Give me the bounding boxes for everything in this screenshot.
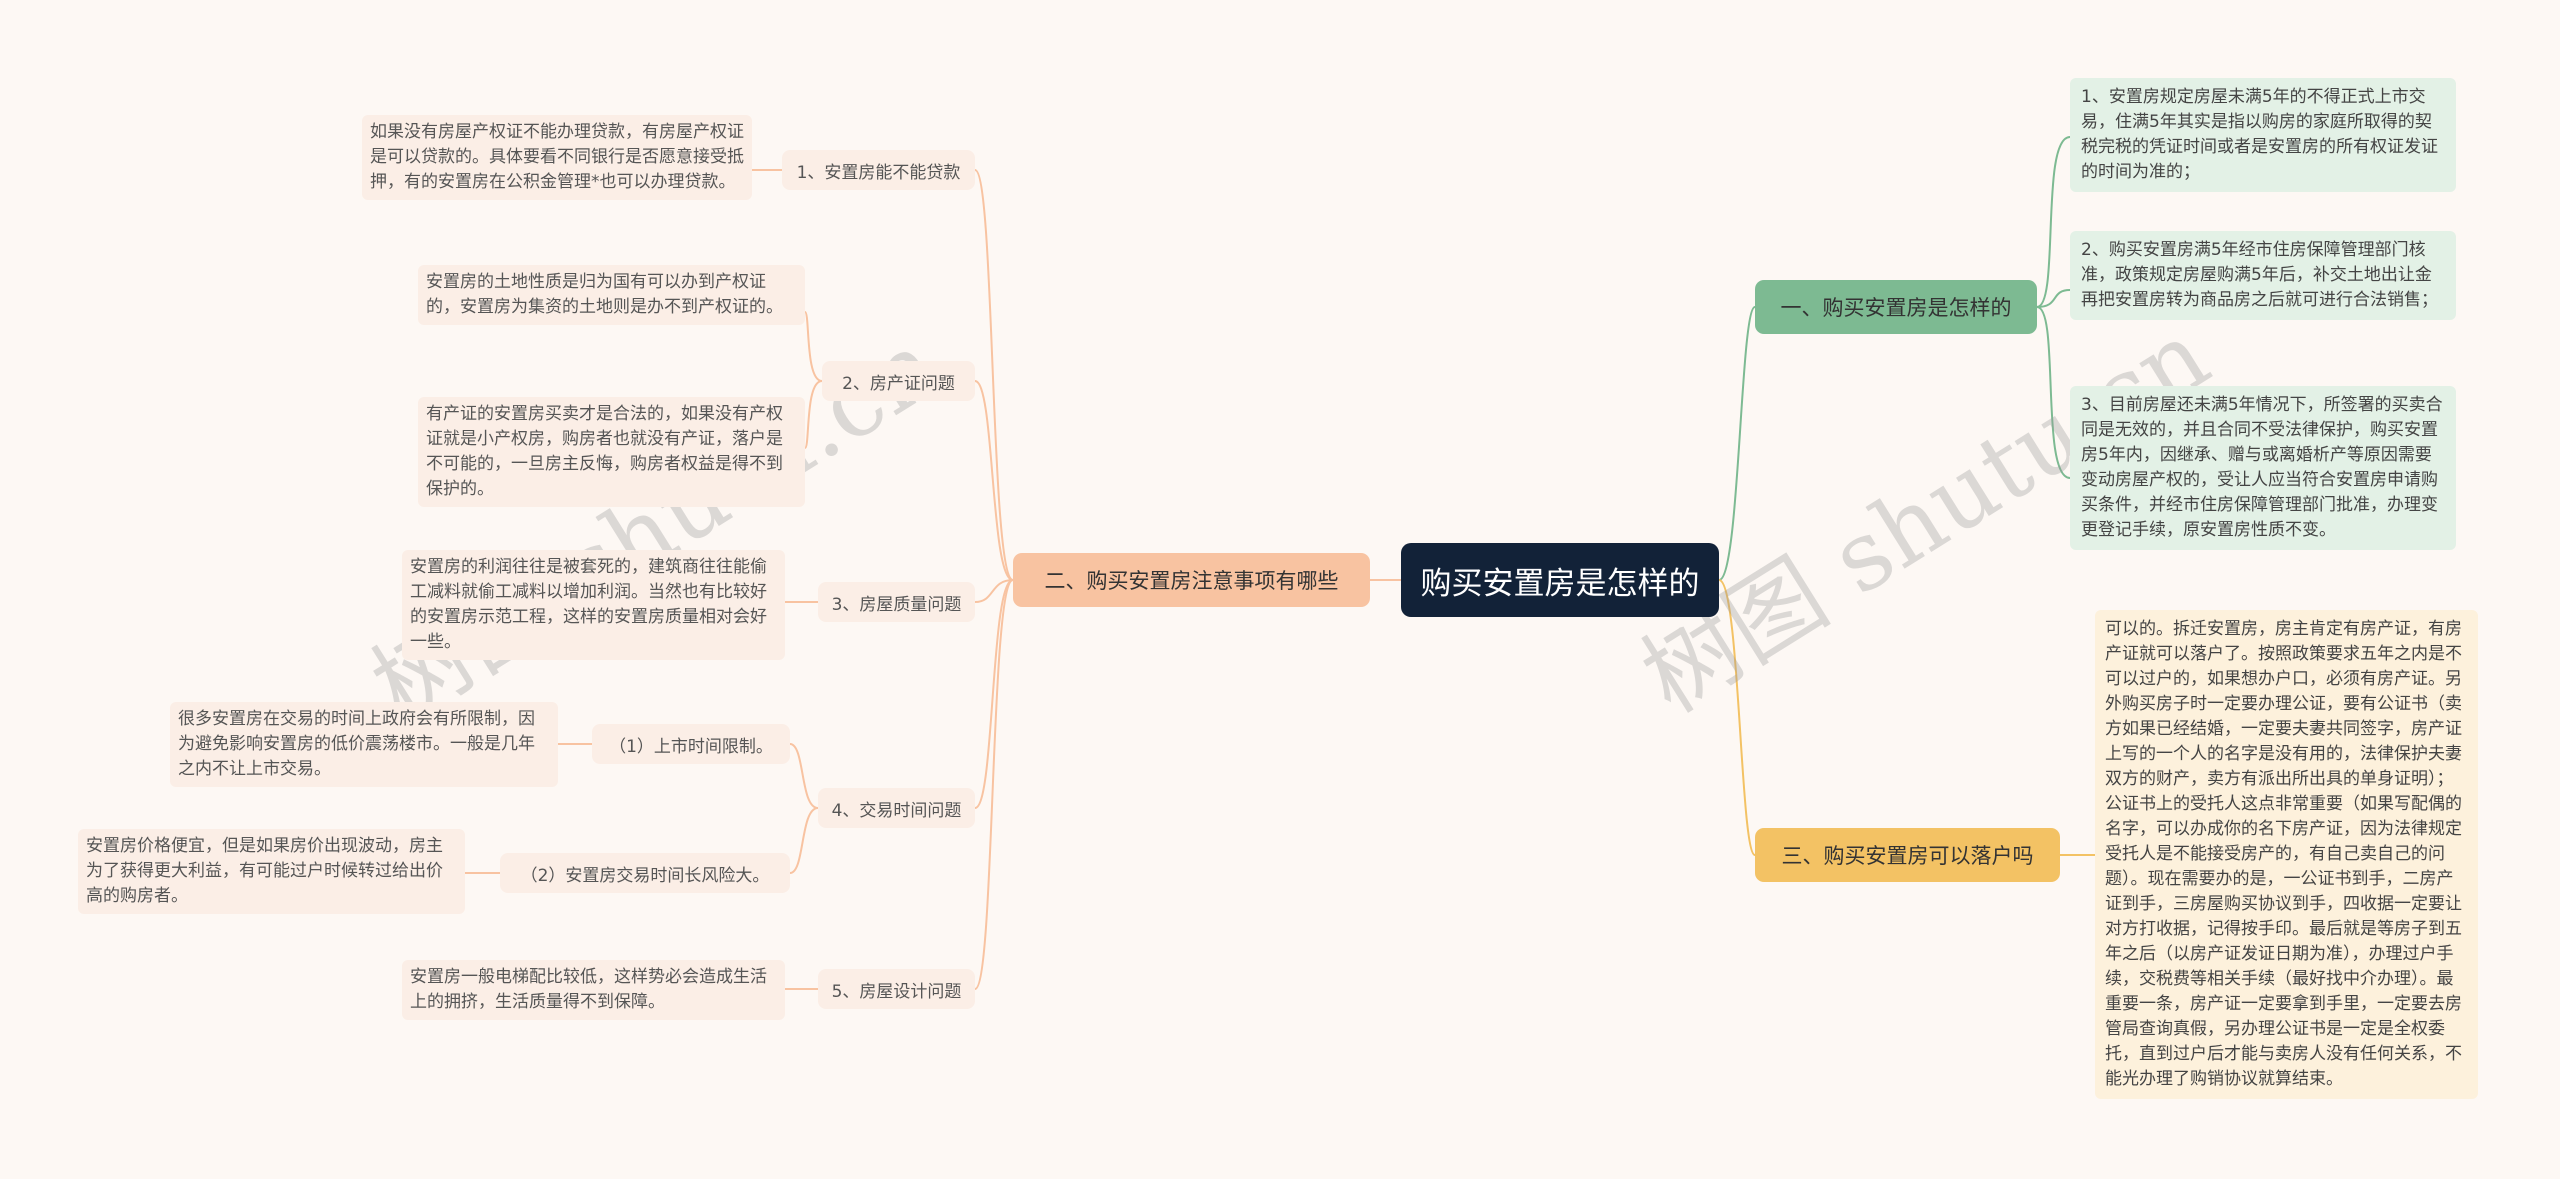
leaf-note[interactable]: 1、安置房规定房屋未满5年的不得正式上市交易，住满5年其实是指以购房的家庭所取得…: [2070, 78, 2456, 192]
leaf-note[interactable]: 安置房的土地性质是归为国有可以办到产权证的，安置房为集资的土地则是办不到产权证的…: [418, 265, 805, 325]
topic-property-certificate[interactable]: 2、房产证问题: [822, 361, 975, 401]
leaf-note[interactable]: 安置房价格便宜，但是如果房价出现波动，房主为了获得更大利益，有可能过户时候转过给…: [78, 829, 465, 914]
watermark: 树图 shutu.cn: [353, 309, 958, 745]
topic-design[interactable]: 5、房屋设计问题: [818, 969, 975, 1009]
leaf-note[interactable]: 安置房一般电梯配比较低，这样势必会造成生活上的拥挤，生活质量得不到保障。: [402, 960, 785, 1020]
topic-loan[interactable]: 1、安置房能不能贷款: [782, 150, 975, 190]
branch-buy-resettlement-house[interactable]: 一、购买安置房是怎样的: [1755, 280, 2037, 334]
topic-quality[interactable]: 3、房屋质量问题: [818, 582, 975, 622]
central-topic[interactable]: 购买安置房是怎样的: [1401, 543, 1719, 617]
leaf-note[interactable]: 有产证的安置房买卖才是合法的，如果没有产权证就是小产权房，购房者也就没有产证，落…: [418, 397, 805, 507]
subtopic-listing-restriction[interactable]: （1）上市时间限制。: [592, 724, 790, 764]
branch-settle-household[interactable]: 三、购买安置房可以落户吗: [1755, 828, 2060, 882]
leaf-note[interactable]: 很多安置房在交易的时间上政府会有所限制，因为避免影响安置房的低价震荡楼市。一般是…: [170, 702, 558, 787]
leaf-note[interactable]: 安置房的利润往往是被套死的，建筑商往往能偷工减料就偷工减料以增加利润。当然也有比…: [402, 550, 785, 660]
branch-purchase-notes[interactable]: 二、购买安置房注意事项有哪些: [1013, 553, 1370, 607]
leaf-note[interactable]: 可以的。拆迁安置房，房主肯定有房产证，有房产证就可以落户了。按照政策要求五年之内…: [2095, 610, 2478, 1099]
subtopic-long-time-risk[interactable]: （2）安置房交易时间长风险大。: [500, 853, 790, 893]
leaf-note[interactable]: 2、购买安置房满5年经市住房保障管理部门核准，政策规定房屋购满5年后，补交土地出…: [2070, 231, 2456, 320]
leaf-note[interactable]: 3、目前房屋还未满5年情况下，所签署的买卖合同是无效的，并且合同不受法律保护，购…: [2070, 386, 2456, 550]
leaf-note[interactable]: 如果没有房屋产权证不能办理贷款，有房屋产权证是可以贷款的。具体要看不同银行是否愿…: [362, 115, 752, 200]
topic-trading-time[interactable]: 4、交易时间问题: [818, 788, 975, 828]
